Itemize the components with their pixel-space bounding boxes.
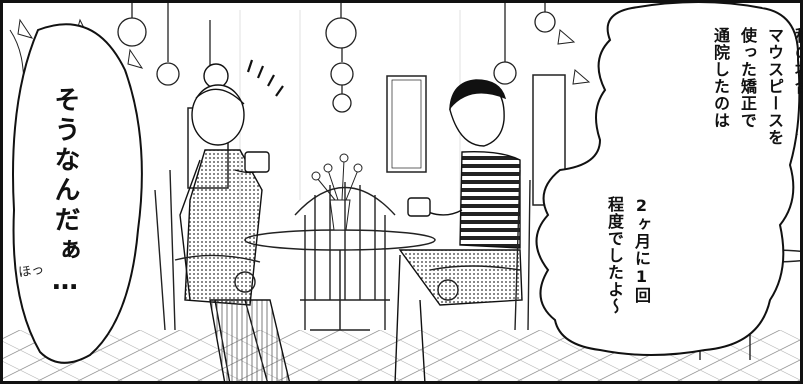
laugh-marks <box>246 59 284 97</box>
ceiling-lamps <box>117 0 556 113</box>
chair-center <box>294 182 396 330</box>
speech-right-text-part2: 2ヶ月に1回 程度でしたよ〜 <box>605 196 651 315</box>
sound-effect-ho: ほっ <box>17 262 46 281</box>
woman-right <box>394 79 523 384</box>
speech-left-text: そうなんだぁ… <box>50 86 80 300</box>
speech-right-text-part1: 私の場合 マウスピースを 使った矯正で 通院したのは <box>711 27 803 146</box>
speech-bubble-right <box>535 1 801 356</box>
chair-left <box>154 169 261 331</box>
woman-left <box>179 63 291 384</box>
speech-bubble-left <box>12 23 143 364</box>
flower-vase <box>311 153 363 231</box>
